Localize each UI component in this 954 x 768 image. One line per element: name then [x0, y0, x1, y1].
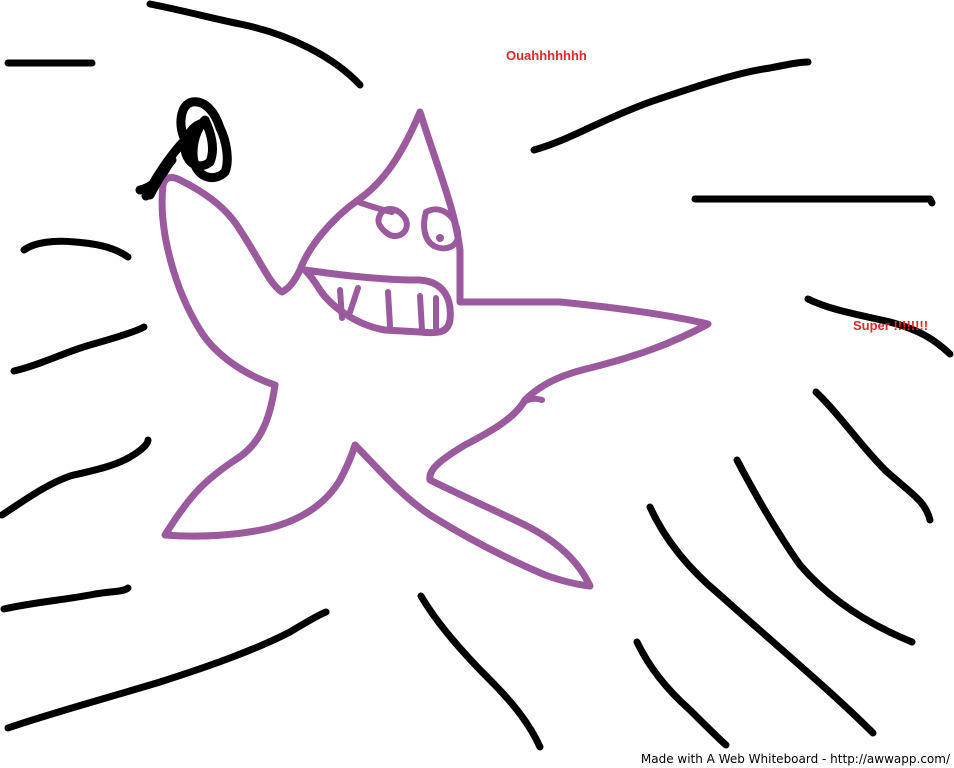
- watermark: Made with A Web Whiteboard - http://awwa…: [640, 752, 950, 766]
- starfish-fin: [521, 395, 545, 405]
- caption-right: Super !!!!!!!!: [853, 318, 929, 333]
- starfish-mouth: [301, 266, 454, 337]
- starfish-pupil: [436, 234, 444, 242]
- motion-line: [691, 195, 936, 207]
- motion-lines: [0, 0, 954, 751]
- starfish-teeth: [337, 285, 439, 333]
- caption-top: Ouahhhhhhh: [506, 48, 587, 63]
- motion-line: [0, 584, 132, 613]
- starfish-eye-right: [421, 206, 462, 252]
- starfish: [158, 108, 712, 590]
- motion-line: [646, 503, 877, 737]
- motion-line: [633, 638, 730, 749]
- motion-line: [733, 456, 916, 646]
- motion-line: [812, 388, 934, 524]
- motion-line: [530, 58, 812, 154]
- motion-line: [417, 592, 544, 751]
- starfish-outline: [158, 108, 712, 590]
- hair-scribble: [135, 97, 232, 201]
- starfish-eye-left: [355, 199, 410, 240]
- motion-line: [10, 323, 148, 375]
- motion-line: [146, 0, 364, 89]
- motion-line: [20, 237, 132, 261]
- motion-line: [804, 295, 954, 358]
- motion-line: [0, 436, 152, 519]
- motion-line: [4, 608, 330, 732]
- hair-icon: [135, 97, 232, 201]
